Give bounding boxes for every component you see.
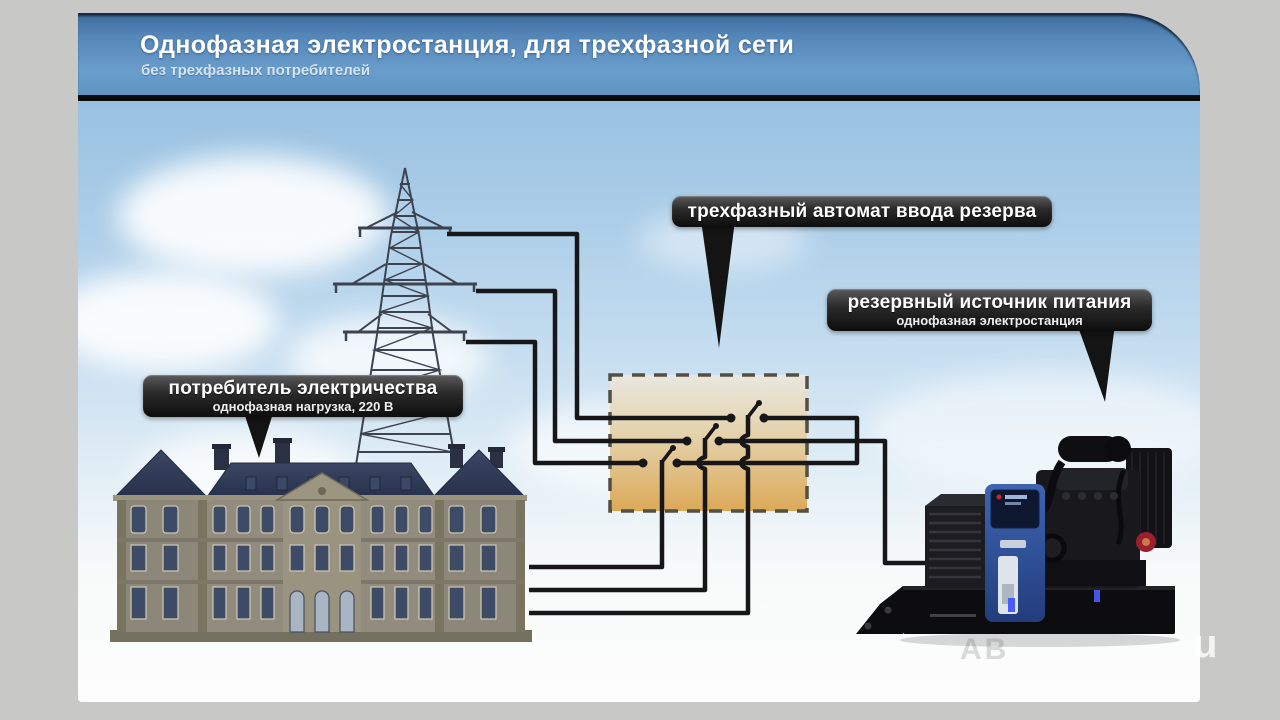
callout-reserve: резервный источник питания однофазная эл… [827,289,1152,331]
slide-header: Однофазная электростанция, для трехфазно… [78,13,1200,95]
callout-transfer-switch: трехфазный автомат ввода резерва [672,196,1052,227]
callout-transfer-switch-title: трехфазный автомат ввода резерва [687,200,1037,222]
cloud [868,371,1200,491]
callout-consumer: потребитель электричества однофазная наг… [143,375,463,417]
cloud [508,401,768,496]
callout-consumer-title: потребитель электричества [168,377,438,399]
slide-title: Однофазная электростанция, для трехфазно… [140,31,795,59]
cloud [118,156,388,276]
callout-reserve-subtitle: однофазная электростанция [896,312,1083,328]
cloud [138,431,358,521]
header-divider [78,95,1200,101]
cloud [78,271,278,371]
slide-subtitle: без трехфазных потребителей [141,62,371,79]
callout-reserve-title: резервный источник питания [847,291,1132,313]
watermark-fragment: АВ [960,633,1010,666]
watermark-fragment: u [1193,622,1218,666]
callout-consumer-subtitle: однофазная нагрузка, 220 В [212,398,394,414]
